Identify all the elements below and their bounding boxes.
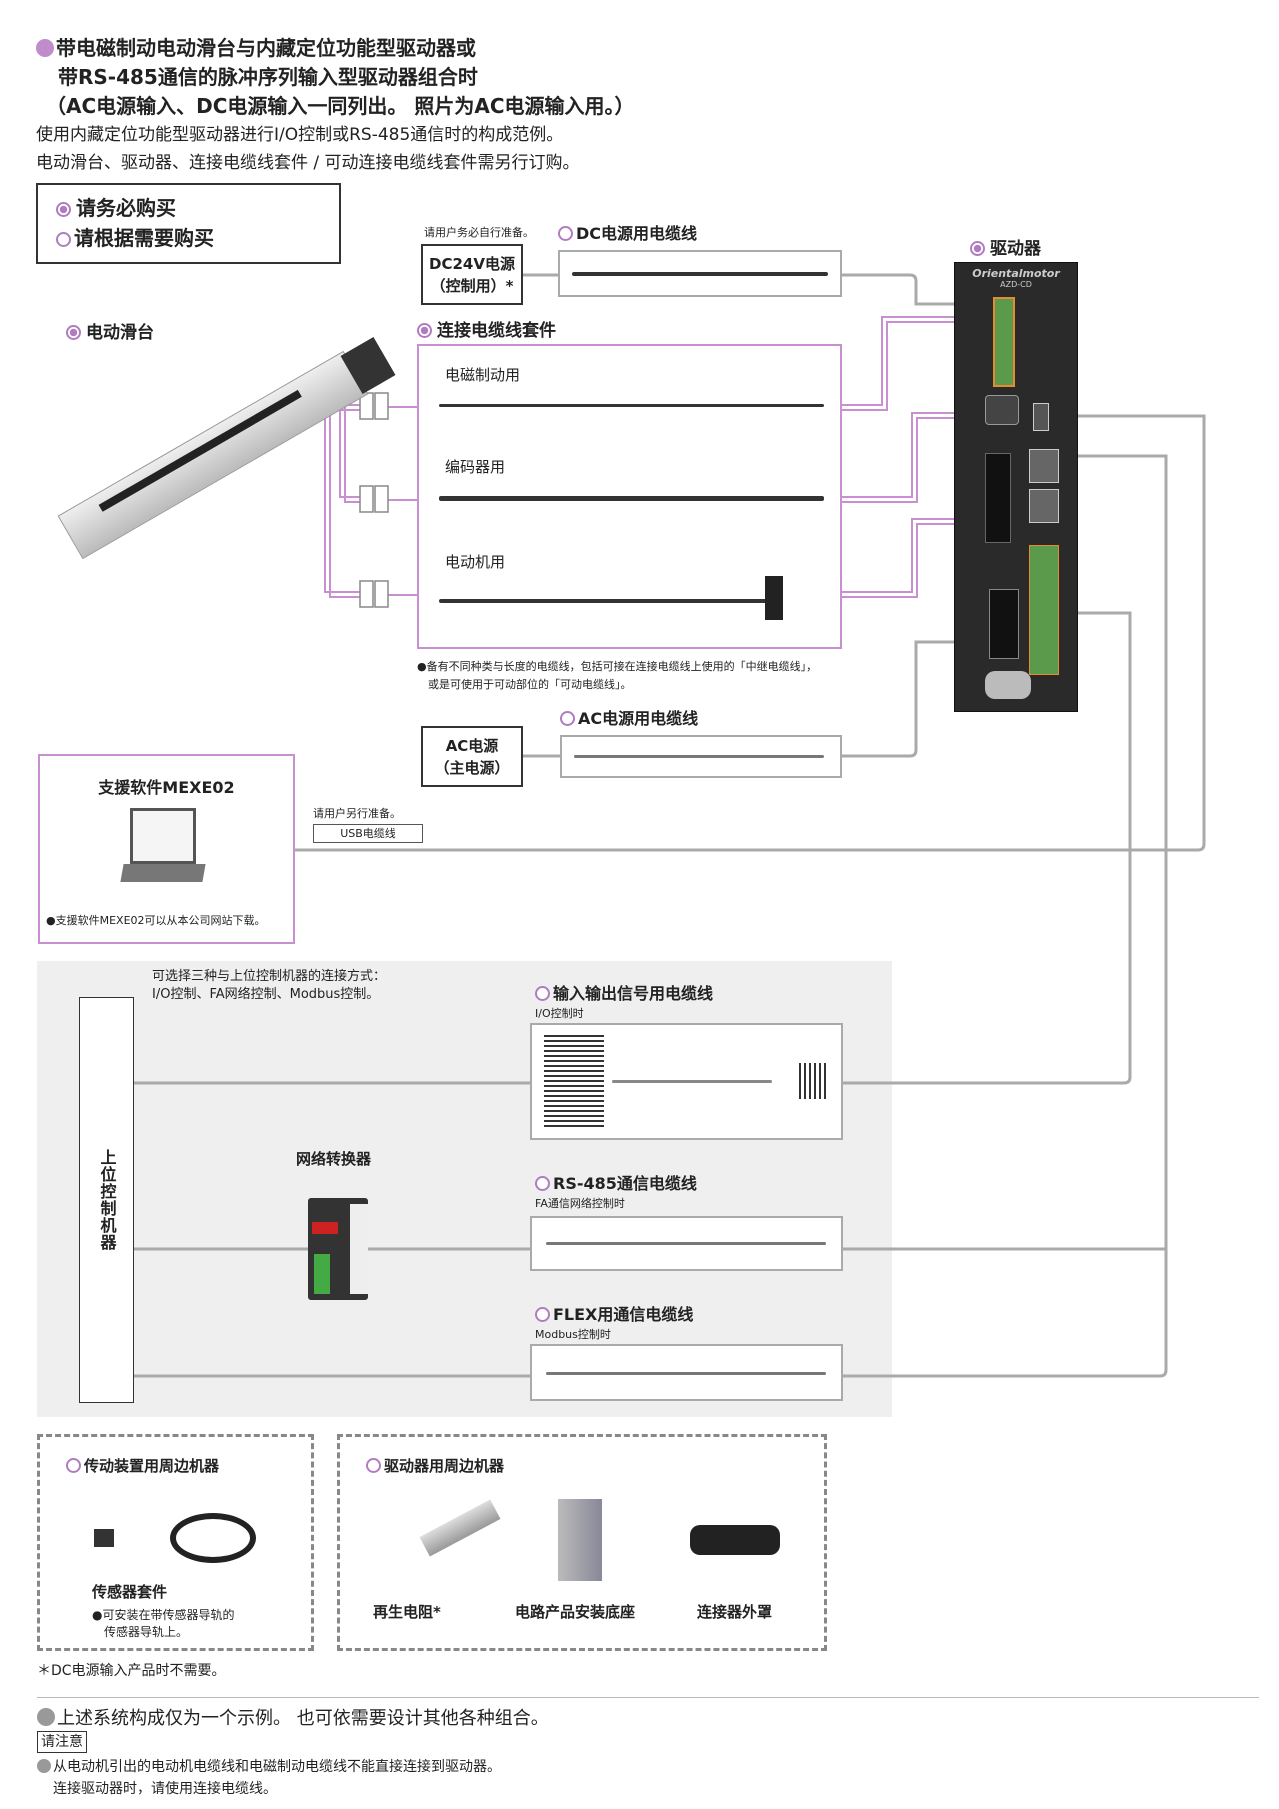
driver-label: 驱动器 — [970, 234, 1041, 259]
header: 带电磁制动电动滑台与内藏定位功能型驱动器或 带RS-485通信的脉冲序列输入型驱… — [36, 34, 635, 177]
footnote: ＊DC电源输入产品时不需要。 — [37, 1663, 226, 1679]
required-icon — [417, 323, 432, 338]
laptop-icon — [130, 808, 196, 864]
network-converter-image — [308, 1198, 368, 1300]
bullet-icon — [37, 1708, 55, 1726]
mexe02-title: 支援软件MEXE02 — [98, 778, 235, 797]
required-icon — [970, 241, 985, 256]
dc-power-cable — [558, 250, 842, 297]
kit-note-1: ●备有不同种类与长度的电缆线，包括可接在连接电缆线上使用的「中继电缆线」， — [417, 660, 818, 673]
legend-box: 请务必购买 请根据需要购买 — [36, 183, 341, 264]
kit-item-brake: 电磁制动用 — [445, 366, 521, 384]
mexe02-box: 支援软件MEXE02 ●支援软件MEXE02可以从本公司网站下载。 — [38, 754, 295, 944]
io-cable-label: 输入输出信号用电缆线 — [535, 980, 713, 1004]
item-mounting-base: 电路产品安装底座 — [515, 1603, 636, 1621]
optional-icon — [366, 1458, 381, 1473]
encoder-cable — [439, 496, 824, 501]
ac-power-box: AC电源（主电源） — [421, 726, 523, 787]
usb-note: 请用户另行准备。 — [313, 807, 401, 820]
optional-icon — [558, 226, 573, 241]
desc-line-1: 使用内藏定位功能型驱动器进行I/O控制或RS-485通信时的构成范例。 — [36, 125, 564, 145]
bullet-icon — [36, 39, 54, 57]
flex-cable-sub: Modbus控制时 — [535, 1328, 611, 1341]
flex-cable — [530, 1344, 843, 1401]
sensor-kit-image — [170, 1513, 256, 1563]
io-cable-sub: I/O控制时 — [535, 1007, 584, 1020]
optional-icon — [535, 1176, 550, 1191]
io-signal-cable — [530, 1023, 843, 1140]
dc-note: 请用户务必自行准备。 — [424, 226, 534, 239]
caution-label: 请注意 — [37, 1731, 87, 1753]
bullet-icon — [37, 1759, 51, 1773]
driver-peripherals-box: 驱动器用周边机器 再生电阻* 电路产品安装底座 连接器外罩 — [337, 1434, 827, 1651]
brake-cable — [439, 404, 824, 407]
required-icon — [56, 202, 71, 217]
optional-icon — [535, 1307, 550, 1322]
rs485-cable-sub: FA通信网络控制时 — [535, 1197, 625, 1210]
driver-image: Orientalmotor AZD-CD — [954, 262, 1078, 712]
motor-connector — [765, 576, 783, 620]
slide-label: 电动滑台 — [66, 318, 154, 343]
title-line-2: 带RS-485通信的脉冲序列输入型驱动器组合时 — [58, 65, 478, 89]
rs485-cable-label: RS-485通信电缆线 — [535, 1170, 697, 1194]
sensor-kit-note: ●可安装在带传感器导轨的传感器导轨上。 — [92, 1608, 235, 1639]
kit-item-encoder: 编码器用 — [445, 458, 506, 476]
example-note: 上述系统构成仅为一个示例。 也可依需要设计其他各种组合。 — [37, 1704, 549, 1730]
mounting-bracket-image — [558, 1499, 602, 1581]
dc-cable-label: DC电源用电缆线 — [558, 220, 697, 244]
optional-icon — [560, 711, 575, 726]
regen-resistor-image — [419, 1499, 501, 1557]
ac-cable-label: AC电源用电缆线 — [560, 705, 698, 729]
actuator-peripherals-box: 传动装置用周边机器 传感器套件 ●可安装在带传感器导轨的传感器导轨上。 — [37, 1434, 314, 1651]
ac-power-cable — [560, 735, 842, 778]
optional-icon — [56, 232, 71, 247]
connection-cable-kit-box: 电磁制动用 编码器用 电动机用 — [417, 344, 842, 649]
mexe02-note: ●支援软件MEXE02可以从本公司网站下载。 — [46, 914, 266, 927]
title-line-3: （AC电源输入、DC电源输入一同列出。 照片为AC电源输入用。） — [46, 94, 635, 118]
desc-line-2: 电动滑台、驱动器、连接电缆线套件 / 可动连接电缆线套件需另行订购。 — [36, 153, 580, 173]
host-controller-box: 上位控制机器 — [79, 997, 134, 1403]
kit-note-2: 或是可使用于可动部位的「可动电缆线」。 — [428, 678, 632, 691]
network-converter-label: 网络转换器 — [296, 1150, 372, 1168]
divider — [37, 1697, 1259, 1698]
rs485-cable — [530, 1216, 843, 1271]
item-connector-cover: 连接器外罩 — [697, 1603, 773, 1621]
sensor-kit-label: 传感器套件 — [92, 1583, 168, 1601]
optional-icon — [66, 1458, 81, 1473]
title-line-1: 带电磁制动电动滑台与内藏定位功能型驱动器或 — [36, 34, 635, 63]
caution-1: 从电动机引出的电动机电缆线和电磁制动电缆线不能直接连接到驱动器。 — [37, 1756, 501, 1776]
caution-2: 连接驱动器时，请使用连接电缆线。 — [53, 1781, 277, 1797]
kit-item-motor: 电动机用 — [445, 553, 506, 571]
usb-cable-label: USB电缆线 — [313, 824, 423, 843]
flex-cable-label: FLEX用通信电缆线 — [535, 1301, 693, 1325]
motor-cable — [439, 599, 769, 603]
connector-cover-image — [690, 1525, 780, 1555]
dc24v-power-box: DC24V电源（控制用）* — [421, 244, 523, 305]
item-regen-resistor: 再生电阻* — [373, 1603, 441, 1621]
host-intro: 可选择三种与上位控制机器的连接方式：I/O控制、FA网络控制、Modbus控制。 — [152, 969, 387, 1002]
kit-label: 连接电缆线套件 — [417, 316, 556, 341]
optional-icon — [535, 986, 550, 1001]
required-icon — [66, 325, 81, 340]
